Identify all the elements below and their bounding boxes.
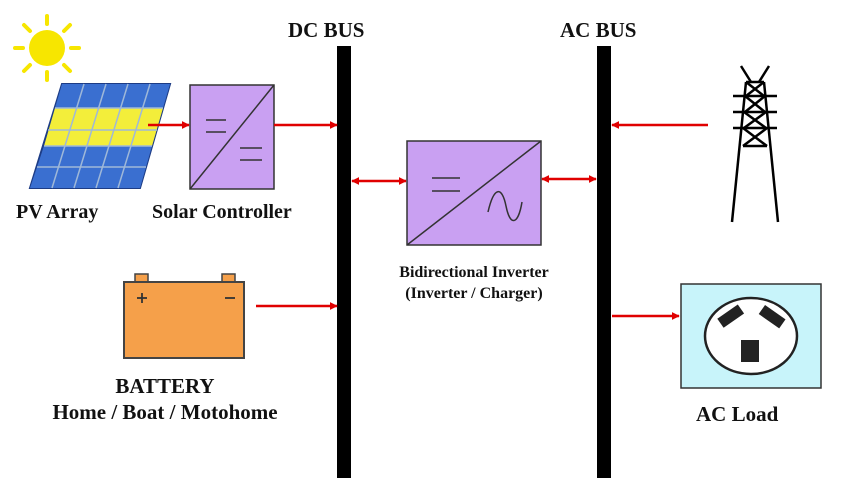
ac-bus-label: AC BUS	[560, 18, 637, 42]
battery-label-line2: Home / Boat / Motohome	[52, 400, 278, 424]
ac-bus-bar	[597, 46, 611, 478]
dc-bus-bar	[337, 46, 351, 478]
dc-bus-label: DC BUS	[288, 18, 365, 42]
ac-load-label: AC Load	[696, 402, 779, 426]
inverter-label-line2: (Inverter / Charger)	[405, 285, 543, 302]
battery-label-line1: BATTERY	[115, 374, 215, 398]
battery-label: BATTERY Home / Boat / Motohome	[20, 373, 310, 425]
solar-controller-label: Solar Controller	[152, 201, 292, 223]
sun-icon	[13, 14, 81, 82]
battery-icon	[123, 273, 245, 359]
power-outlet-icon	[680, 283, 822, 389]
dc-dc-converter-icon	[189, 84, 275, 190]
inverter-label: Bidirectional Inverter (Inverter / Charg…	[360, 262, 588, 304]
pv-array-label: PV Array	[16, 201, 99, 223]
transmission-tower-icon	[730, 65, 780, 223]
dc-ac-inverter-icon	[406, 140, 542, 246]
pv-panel-icon	[28, 83, 172, 189]
inverter-label-line1: Bidirectional Inverter	[399, 264, 549, 281]
